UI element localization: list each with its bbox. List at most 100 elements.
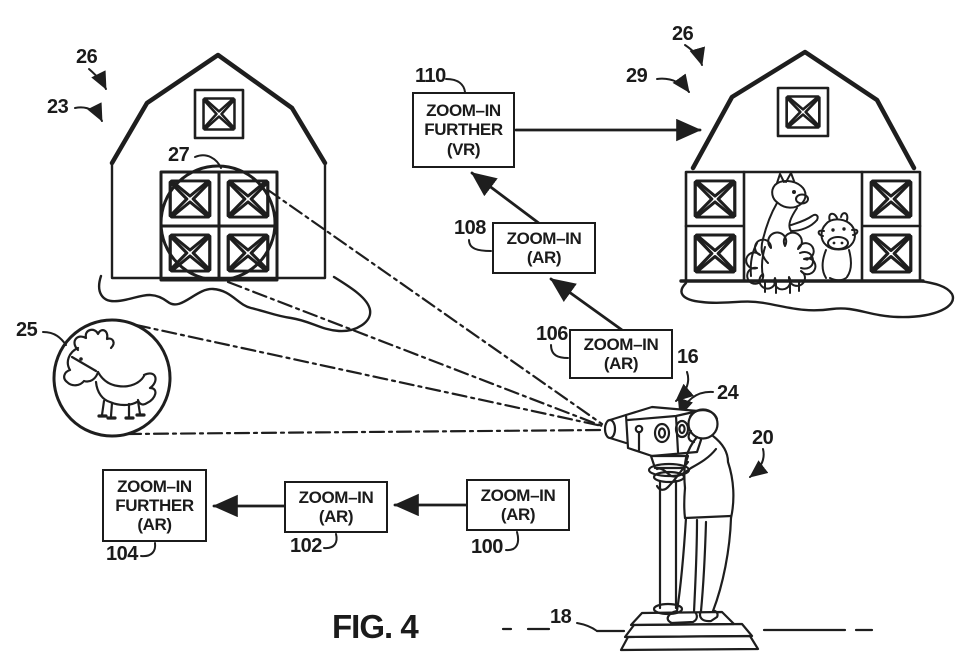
flow-box-102: ZOOM–IN (AR) [284, 481, 388, 533]
person-hair [688, 409, 719, 421]
viewer-column [658, 479, 678, 610]
left-barn-window [193, 88, 245, 140]
cow-body [821, 249, 853, 282]
person-back [711, 434, 735, 520]
cow-nostril-right [840, 241, 844, 245]
cow-head [820, 218, 856, 251]
sight-line-pony-top [134, 323, 604, 428]
flow-box-110-label: ZOOM–IN FURTHER (VR) [424, 101, 503, 159]
sight-line-barn-top [266, 188, 604, 426]
cow-eye-right [842, 227, 846, 231]
leader-25 [42, 331, 67, 346]
sight-line-pony-bottom [125, 428, 604, 436]
leader-18 [576, 622, 598, 632]
tower-viewer [603, 405, 760, 652]
viewer-eyepiece-right-inner [678, 423, 686, 435]
pony-circle [52, 318, 172, 438]
viewer-front-lens [603, 418, 617, 440]
cow-horns [828, 212, 849, 222]
flow-box-106-label: ZOOM–IN (AR) [583, 334, 659, 373]
x-brace-panel [693, 179, 737, 219]
barn-cow [817, 212, 859, 282]
leader-27 [194, 154, 222, 169]
leader-16 [675, 371, 695, 402]
flow-box-104-label: ZOOM–IN FURTHER (AR) [115, 476, 194, 535]
viewer-handle-knob [634, 424, 644, 434]
leader-102 [323, 533, 338, 550]
ref-label-16: 16 [677, 346, 699, 368]
ref-label-23: 23 [47, 96, 69, 118]
arrow-108-to-110 [470, 171, 542, 226]
ref-label-29: 29 [626, 65, 648, 87]
ref-label-110: 110 [415, 65, 446, 87]
flow-box-102-label: ZOOM–IN (AR) [298, 487, 374, 526]
leader-26-left [88, 68, 107, 90]
right-barn-ground [680, 279, 955, 319]
cow-nostril-left [832, 241, 836, 245]
pony-hooves [97, 413, 146, 420]
leader-23 [74, 102, 103, 122]
leader-100 [505, 531, 520, 552]
leader-106 [550, 344, 569, 359]
leader-104 [140, 542, 157, 558]
left-barn-ground [97, 274, 372, 333]
x-brace-panel [869, 233, 913, 274]
leader-29 [656, 73, 690, 93]
ref-label-104: 104 [106, 543, 138, 565]
leader-108 [468, 239, 492, 252]
barn-sheep [745, 231, 817, 294]
ref-label-18: 18 [550, 606, 572, 628]
leader-110 [445, 78, 466, 93]
ref-label-100: 100 [471, 536, 503, 558]
person-leg-back [699, 516, 733, 613]
x-brace-panel [168, 233, 212, 273]
left-barn-door-cross [159, 170, 279, 282]
leader-20 [749, 448, 769, 478]
flow-box-104: ZOOM–IN FURTHER (AR) [102, 469, 207, 542]
right-barn-roof [690, 49, 917, 171]
left-barn-roof [109, 52, 328, 166]
ground-line [501, 627, 874, 633]
ref-label-106: 106 [536, 323, 568, 345]
ref-label-102: 102 [290, 535, 322, 557]
viewer-eyepiece-left-inner [657, 427, 667, 439]
ref-label-26-right: 26 [672, 23, 694, 45]
cow-eye-left [831, 228, 835, 232]
ref-label-108: 108 [454, 217, 486, 239]
pony-legs [100, 399, 142, 419]
ref-label-27: 27 [168, 144, 190, 166]
x-brace-panel [226, 233, 270, 273]
pony-detail [52, 318, 172, 438]
pony-eye [79, 357, 83, 361]
pony-mane [73, 328, 115, 352]
viewer-base-step2 [623, 622, 754, 639]
ref-label-26-left: 26 [76, 46, 98, 68]
viewer-base-step3 [619, 634, 760, 652]
flow-box-106: ZOOM–IN (AR) [569, 329, 673, 379]
viewer-eyepiece-left [653, 422, 671, 444]
flow-box-100: ZOOM–IN (AR) [466, 479, 570, 531]
pony-body [94, 370, 146, 407]
horse-foreleg [790, 213, 819, 232]
person-shoe-front [666, 609, 698, 625]
flow-box-108: ZOOM–IN (AR) [492, 222, 596, 274]
viewer-eyepiece-right [674, 419, 690, 439]
door-detail-circle [159, 164, 277, 282]
horse-eye [792, 190, 796, 194]
sheep-legs [764, 280, 800, 294]
pony-head [63, 346, 100, 387]
ref-label-24: 24 [717, 382, 739, 404]
right-barn [679, 49, 955, 319]
sight-lines [125, 188, 604, 436]
sight-line-barn-bottom [226, 280, 604, 428]
horse-muzzle [795, 193, 809, 205]
barn-horse [749, 172, 819, 278]
viewer-front-cone [608, 413, 628, 445]
right-barn-window [776, 86, 830, 138]
ref-label-25: 25 [16, 319, 38, 341]
arrow-106-to-108 [549, 277, 624, 332]
sheep-fleece [745, 231, 817, 291]
viewer-column-collar [652, 602, 684, 616]
right-barn-panel-frames [684, 170, 922, 283]
